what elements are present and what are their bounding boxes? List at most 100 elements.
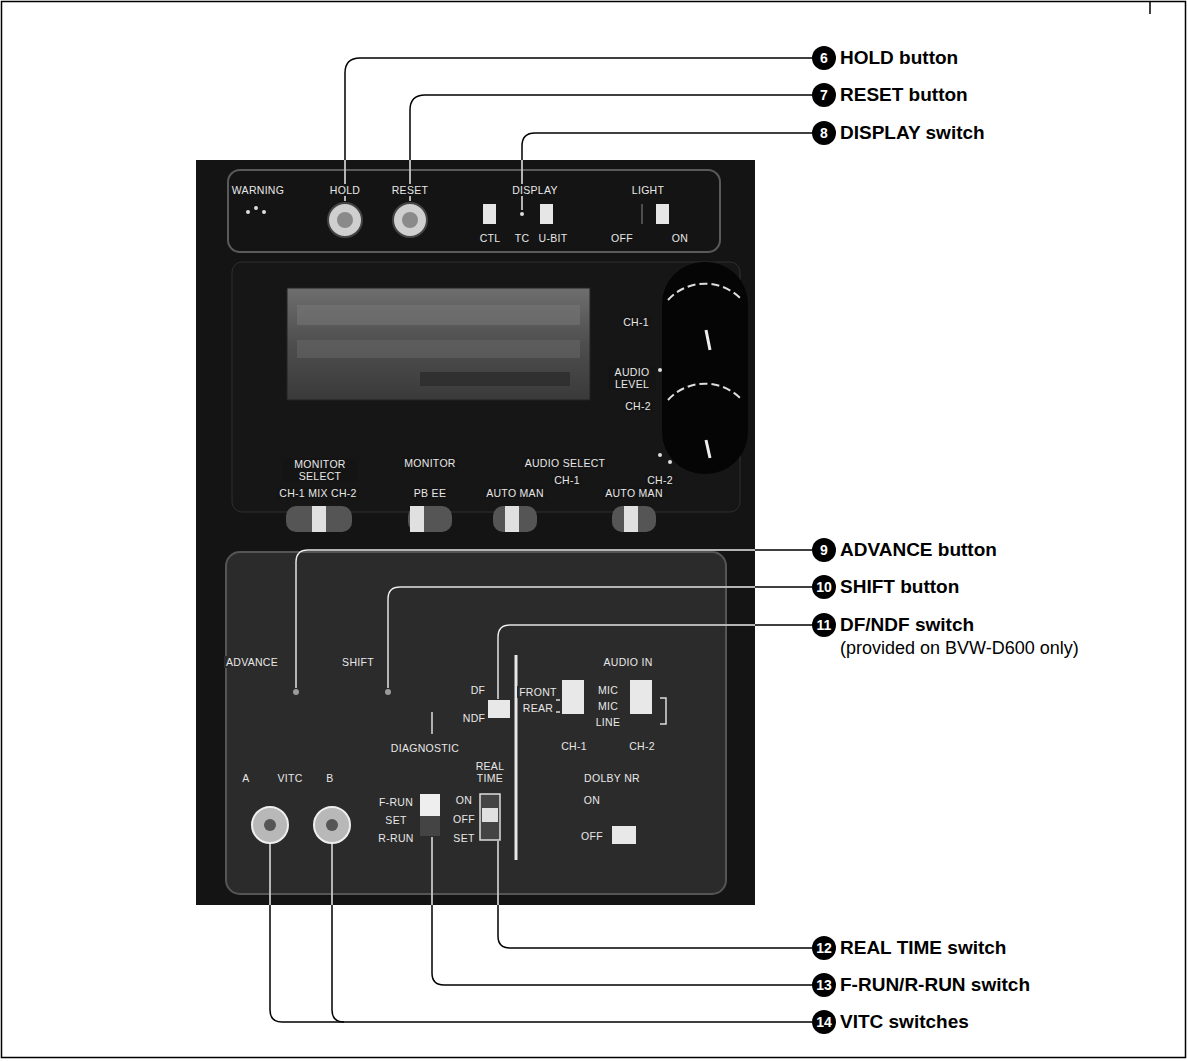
panel-label: U-BIT bbox=[537, 232, 570, 244]
panel-part-path bbox=[296, 550, 755, 688]
panel-part-circle bbox=[264, 819, 276, 831]
panel-label: R-RUN bbox=[376, 832, 415, 844]
panel-label: VITC bbox=[275, 772, 304, 784]
callout-label: SHIFT button bbox=[840, 575, 959, 599]
callout: 10SHIFT button bbox=[812, 575, 959, 599]
callout-label: VITC switches bbox=[840, 1010, 969, 1034]
panel-label: TC bbox=[513, 232, 532, 244]
panel-part-rect bbox=[480, 794, 500, 840]
panel-part-circle bbox=[246, 210, 250, 214]
panel-part-rect bbox=[410, 506, 424, 532]
panel-label: SET bbox=[451, 832, 476, 844]
panel-part-circle bbox=[252, 807, 288, 843]
panel-label: F-RUN bbox=[377, 796, 415, 808]
panel-photo bbox=[196, 160, 755, 905]
callout-label: RESET button bbox=[840, 83, 968, 107]
callout: 9ADVANCE button bbox=[812, 538, 997, 562]
panel-part-rect bbox=[420, 794, 440, 836]
panel-part-path bbox=[432, 837, 755, 905]
panel-label: DIAGNOSTIC bbox=[389, 742, 461, 754]
panel-label: REAR bbox=[521, 702, 555, 714]
callout-label: ADVANCE button bbox=[840, 538, 997, 562]
panel-label: CH-1 bbox=[552, 474, 582, 486]
callout: 11DF/NDF switch(provided on BVW-D600 onl… bbox=[812, 613, 1079, 659]
panel-label: MONITOR bbox=[402, 457, 458, 469]
panel-part-rect bbox=[312, 506, 326, 532]
panel-part-rect bbox=[420, 816, 440, 836]
callout: 14VITC switches bbox=[812, 1010, 969, 1034]
panel-label: LIGHT bbox=[630, 184, 666, 196]
panel-label: CTL bbox=[478, 232, 503, 244]
panel-part-circle bbox=[658, 368, 662, 372]
panel-part-rect bbox=[662, 262, 748, 474]
panel-part-rect bbox=[624, 506, 638, 532]
panel-part-rect bbox=[562, 680, 584, 714]
panel-label: AUTO MAN bbox=[603, 487, 665, 499]
callout-number: 12 bbox=[812, 936, 836, 960]
panel-part-circle bbox=[262, 210, 266, 214]
panel-part-circle bbox=[658, 453, 662, 457]
panel-part-rect bbox=[483, 204, 496, 224]
panel-part-circle bbox=[314, 807, 350, 843]
callout: 6HOLD button bbox=[812, 46, 958, 70]
panel-part-path bbox=[410, 160, 755, 201]
panel-part-rect bbox=[297, 305, 580, 325]
panel-label: FRONT bbox=[517, 686, 559, 698]
leader-lines bbox=[270, 58, 812, 1022]
panel-part-path bbox=[432, 837, 812, 985]
panel-label: MIC bbox=[596, 684, 620, 696]
panel-part-circle bbox=[668, 460, 672, 464]
panel-label: MIC bbox=[596, 700, 620, 712]
panel-label: PB EE bbox=[412, 487, 448, 499]
panel-part-path bbox=[388, 587, 812, 688]
panel-label: MONITOR SELECT bbox=[283, 458, 357, 482]
panel-part-circle bbox=[328, 203, 362, 237]
panel-label: CH-2 bbox=[623, 400, 653, 412]
panel-label: OFF bbox=[579, 830, 605, 842]
panel-part-rect bbox=[488, 700, 510, 718]
callout-label: DF/NDF switch bbox=[840, 613, 974, 637]
panel-part-path bbox=[332, 844, 812, 1022]
panel-part-line bbox=[431, 712, 433, 734]
panel-label: REAL TIME bbox=[466, 760, 514, 784]
panel-part-rect bbox=[228, 170, 720, 252]
panel-part-rect bbox=[226, 552, 726, 894]
panel-part-path bbox=[668, 384, 742, 400]
callout-number: 9 bbox=[812, 538, 836, 562]
callout-label: REAL TIME switch bbox=[840, 936, 1006, 960]
callout-number: 11 bbox=[812, 613, 836, 637]
panel-label: RESET bbox=[390, 184, 431, 196]
panel-part-path bbox=[270, 844, 344, 905]
panel-part-rect bbox=[505, 506, 519, 532]
panel-part-rect bbox=[286, 506, 352, 532]
panel-part-rect bbox=[287, 288, 590, 400]
panel-label: AUDIO SELECT bbox=[523, 457, 608, 469]
callout: 8DISPLAY switch bbox=[812, 121, 985, 145]
panel-part-path bbox=[270, 844, 344, 1022]
panel-part-path bbox=[668, 284, 742, 300]
panel-label: DF bbox=[469, 684, 488, 696]
callout-label: F-RUN/R-RUN switch bbox=[840, 973, 1030, 997]
panel-part-rect bbox=[540, 204, 553, 224]
panel-part-rect bbox=[196, 160, 755, 905]
panel-part-path bbox=[388, 587, 755, 688]
panel-part-line bbox=[706, 330, 710, 350]
panel-part-line bbox=[1149, 2, 1151, 14]
panel-part-rect bbox=[482, 808, 498, 822]
panel-label: CH-1 bbox=[621, 316, 651, 328]
panel-label: SHIFT bbox=[340, 656, 376, 668]
panel-label: CH-2 bbox=[627, 740, 657, 752]
panel-part-rect bbox=[297, 340, 580, 358]
panel-part-rect bbox=[420, 372, 570, 386]
panel-label: LINE bbox=[594, 716, 623, 728]
panel-label: AUDIO IN bbox=[601, 656, 654, 668]
panel-part-rect bbox=[612, 826, 636, 844]
panel-part-circle bbox=[337, 212, 353, 228]
callout-number: 13 bbox=[812, 973, 836, 997]
panel-part-path bbox=[332, 844, 755, 905]
panel-label: DOLBY NR bbox=[582, 772, 642, 784]
panel-label: ADVANCE bbox=[224, 656, 280, 668]
panel-part-circle bbox=[254, 206, 258, 210]
